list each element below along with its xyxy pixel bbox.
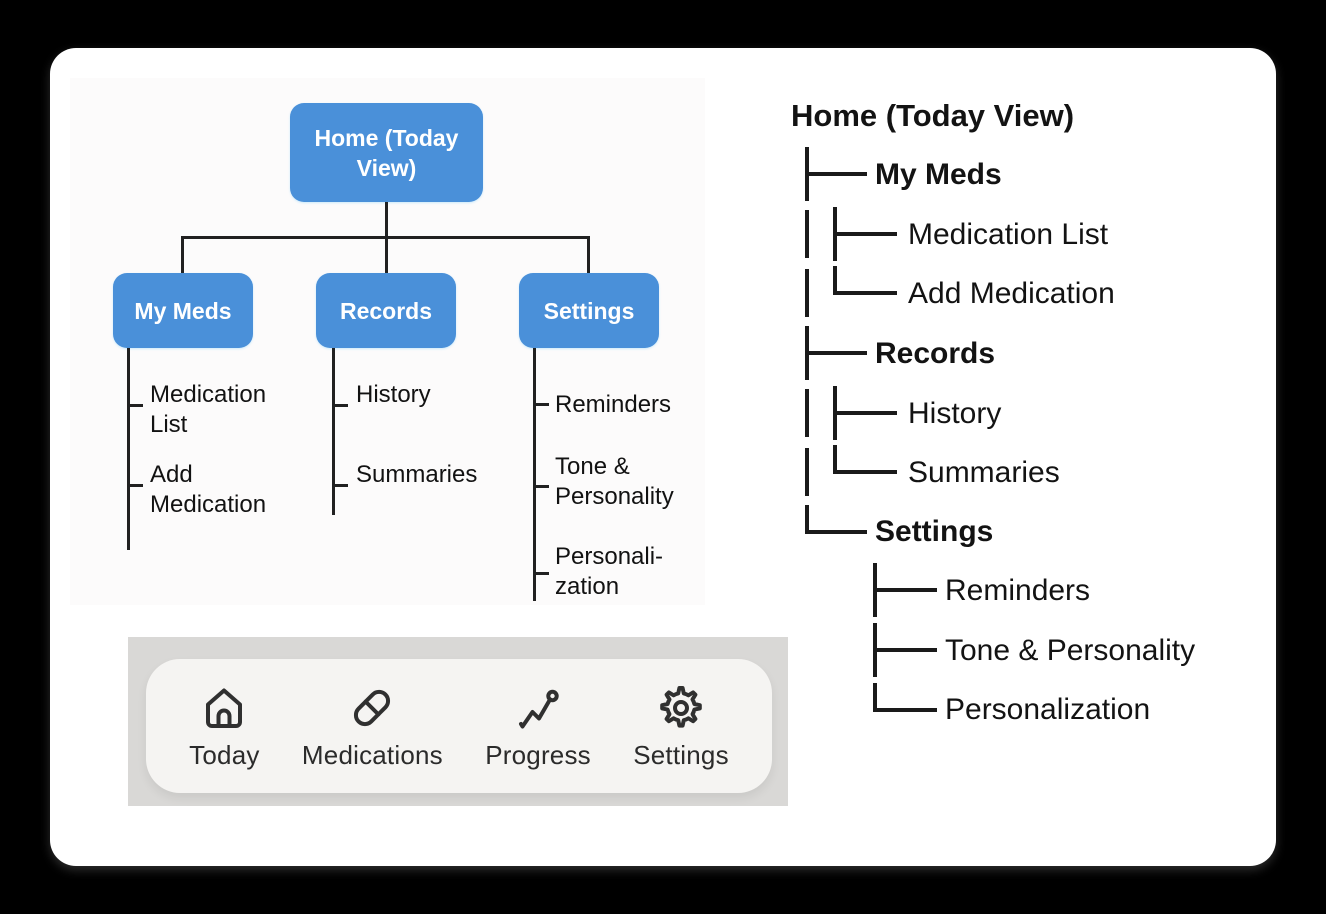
tree-item-records: Records (875, 337, 996, 370)
tree-branch-line (805, 172, 867, 176)
tree-item-my-meds: My Meds (875, 158, 1002, 191)
flowchart-node-records-label: Records (339, 297, 433, 324)
flowchart-node-records: Records (316, 273, 456, 348)
flowchart-leaf-history: History (356, 381, 431, 408)
branch-tick (127, 484, 143, 487)
tab-today-label: Today (189, 739, 260, 770)
branch-line (127, 348, 130, 550)
tree-branch-line (805, 351, 867, 355)
flowchart-node-home: Home (Today View) (290, 103, 483, 202)
pill-icon (354, 689, 391, 726)
flowchart-node-settings: Settings (519, 273, 659, 348)
tree-branch-line (833, 291, 897, 295)
tree-branch-line (873, 683, 877, 712)
flowchart-leaf-tone-personality: Tone & Personality (555, 453, 674, 510)
connector-line (385, 202, 388, 238)
tab-progress[interactable]: Progress (485, 682, 591, 771)
tree-branch-line (833, 411, 897, 415)
flowchart-leaf-summaries: Summaries (356, 461, 478, 488)
tree-branch-line (805, 505, 809, 534)
connector-line (587, 236, 590, 274)
tree-root-label: Home (Today View) (791, 98, 1075, 133)
tree-branch-line (805, 389, 809, 437)
tab-progress-label: Progress (485, 739, 591, 770)
branch-tick (332, 484, 348, 487)
tabbar: Today Medications Progress Settings (146, 659, 772, 793)
trend-icon (519, 689, 559, 728)
tree-branch-line (805, 210, 809, 258)
branch-line (533, 348, 536, 601)
flowchart-leaf-add-medication: Add Medication (150, 461, 267, 518)
branch-tick (533, 572, 549, 575)
flowchart-node-my-meds: My Meds (113, 273, 253, 348)
tree-item-settings: Settings (875, 515, 994, 548)
tab-medications-label: Medications (301, 739, 443, 770)
tab-settings-label: Settings (633, 739, 729, 770)
tree-branch-line (873, 648, 937, 652)
tab-settings[interactable]: Settings (633, 682, 729, 771)
tree-branch-line (833, 266, 837, 295)
flowchart-leaf-medication-list: Medication List (150, 381, 267, 438)
tree-branch-line (873, 708, 937, 712)
tree-branch-line (805, 530, 867, 534)
flowchart-node-home-label: Home (Today View) (314, 124, 459, 181)
branch-tick (533, 403, 549, 406)
app-sitemap-card: Home (Today View) My Meds Records Settin… (50, 48, 1276, 866)
tree-branch-line (833, 445, 837, 474)
gear-icon (660, 685, 702, 728)
tree-branch-line (805, 448, 809, 496)
tree-item-reminders: Reminders (945, 574, 1091, 607)
connector-line (181, 236, 184, 274)
tab-today[interactable]: Today (189, 682, 259, 771)
branch-line (332, 348, 335, 515)
tree-item-personalization: Personalization (945, 693, 1151, 726)
tab-medications[interactable]: Medications (302, 682, 443, 771)
tree-branch-line (833, 232, 897, 236)
tree-item-medication-list: Medication List (908, 218, 1109, 251)
tree-branch-line (833, 470, 897, 474)
tree-branch-line (805, 269, 809, 317)
flowchart-node-settings-label: Settings (543, 297, 635, 324)
tree-item-add-medication: Add Medication (908, 277, 1115, 310)
flowchart-leaf-personalization: Personali-zation (555, 543, 664, 600)
tree-item-history: History (908, 397, 1002, 430)
flowchart-node-my-meds-label: My Meds (134, 297, 232, 324)
home-icon (206, 688, 243, 728)
tree-item-tone-personality: Tone & Personality (945, 634, 1196, 667)
flowchart-leaf-reminders: Reminders (555, 391, 672, 418)
connector-line (385, 236, 388, 274)
branch-tick (332, 404, 348, 407)
tree-branch-line (873, 588, 937, 592)
branch-tick (127, 404, 143, 407)
branch-tick (533, 485, 549, 488)
tree-item-summaries: Summaries (908, 456, 1060, 489)
